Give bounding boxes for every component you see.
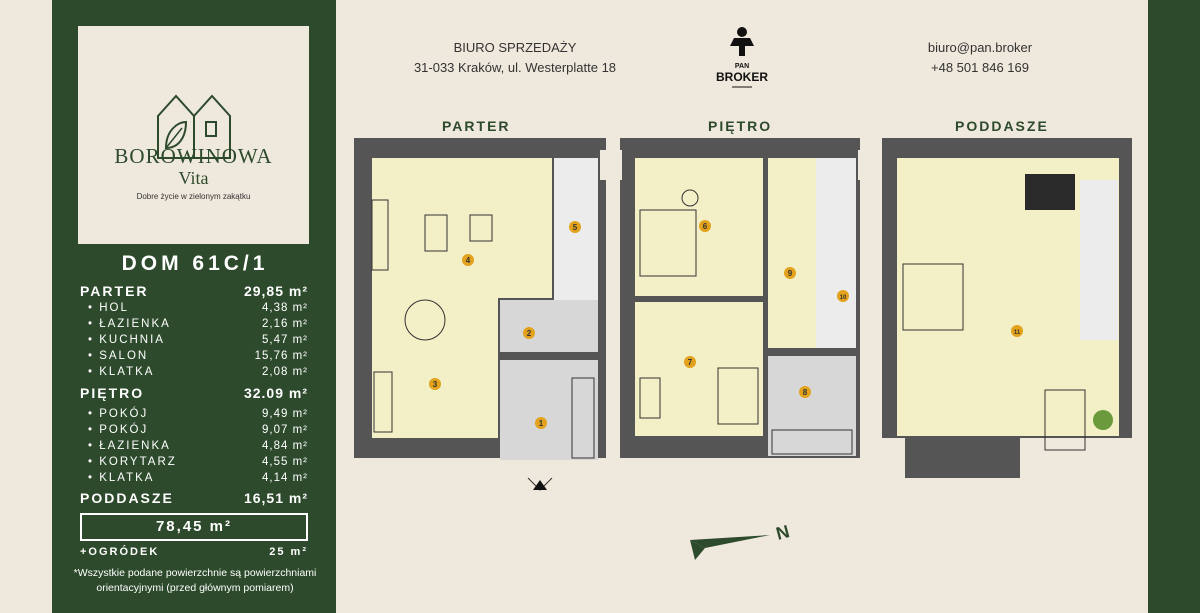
room-marker (569, 221, 581, 233)
parter-summary: PARTER 29,85 m² (80, 283, 308, 299)
room-number: 10 (840, 295, 847, 301)
room-area: 4,84 m² (262, 440, 308, 452)
room-name: • KLATKA (88, 472, 155, 484)
room-name: • HOL (88, 302, 129, 314)
plant-icon (1093, 410, 1113, 430)
broker-logo-big: BROKER (716, 70, 768, 84)
broker-head-icon (737, 27, 747, 37)
parter-label: PARTER (80, 283, 149, 299)
pietro-label: PIĘTRO (80, 385, 145, 401)
room-name: • KLATKA (88, 366, 155, 378)
room-name: • KUCHNIA (88, 334, 165, 346)
plan-pietro (612, 138, 868, 458)
sales-office: BIURO SPRZEDAŻY 31-033 Kraków, ul. Weste… (380, 38, 650, 78)
room-marker (523, 327, 535, 339)
room-number: 9 (788, 269, 793, 278)
house-title: DOM 61C/1 (121, 252, 269, 275)
right-margin (1148, 0, 1200, 613)
brand-subname: Vita (178, 168, 209, 188)
room-area: 5,47 m² (262, 334, 308, 346)
room-marker (684, 356, 696, 368)
brand-logo-box: BOROWINOWA Vita Dobre życie w zielonym z… (78, 26, 309, 244)
room-number: 8 (803, 388, 808, 397)
room-name: • SALON (88, 350, 149, 362)
room-marker (1011, 325, 1023, 337)
office-title: BIURO SPRZEDAŻY (453, 40, 577, 55)
plan-parter (340, 138, 610, 491)
room-name: • POKÓJ (88, 424, 149, 436)
brand-name: BOROWINOWA (114, 144, 273, 168)
room-name: • POKÓJ (88, 408, 149, 420)
left-margin (0, 0, 52, 613)
room-name: • ŁAZIENKA (88, 318, 171, 330)
office-address: 31-033 Kraków, ul. Westerplatte 18 (413, 60, 617, 75)
compass-icon: N (690, 521, 792, 560)
room-number: 1 (539, 419, 544, 428)
room-number: 6 (703, 222, 708, 231)
room-number: 5 (573, 223, 578, 232)
floor-title-poddasze: PODDASZE (955, 118, 1049, 134)
pietro-summary: PIĘTRO 32.09 m² (80, 385, 308, 401)
room-area: 9,49 m² (262, 408, 308, 420)
garden-area: 25 m² (269, 546, 308, 558)
room-marker (784, 267, 796, 279)
room-row: • HOL 4,38 m² (88, 302, 308, 314)
room-area: 9,07 m² (262, 424, 308, 436)
area-note: *Wszystkie podane powierzchnie są powier… (73, 567, 317, 594)
room-area: 4,14 m² (262, 472, 308, 484)
room-number: 7 (688, 358, 693, 367)
room-number: 4 (466, 256, 471, 265)
room-marker (699, 220, 711, 232)
room-row: • ŁAZIENKA 4,84 m² (88, 440, 308, 452)
broker-logo: PAN BROKER (716, 27, 768, 88)
room-row: • KLATKA 4,14 m² (88, 472, 308, 484)
room-row: • ŁAZIENKA 2,16 m² (88, 318, 308, 330)
broker-logo-small: PAN (735, 63, 749, 70)
plan-poddasze (882, 138, 1132, 485)
poddasze-label: PODDASZE (80, 490, 174, 506)
room-name: • KORYTARZ (88, 456, 177, 468)
poddasze-area: 16,51 m² (243, 490, 308, 506)
pietro-area: 32.09 m² (243, 385, 308, 401)
floor-title-pietro: PIĘTRO (708, 118, 773, 134)
room-number: 11 (1014, 330, 1021, 336)
house-leaf-icon (157, 94, 231, 159)
total-area: 78,45 m² (80, 513, 308, 541)
room-area: 4,38 m² (262, 302, 308, 314)
parter-area: 29,85 m² (243, 283, 308, 299)
poddasze-summary: PODDASZE 16,51 m² (80, 490, 308, 506)
room-row: • KORYTARZ 4,55 m² (88, 456, 308, 468)
room-marker (429, 378, 441, 390)
brand-tagline: Dobre życie w zielonym zakątku (136, 192, 251, 201)
room-marker (837, 290, 849, 302)
room-area: 2,16 m² (262, 318, 308, 330)
room-row: • SALON 15,76 m² (88, 350, 308, 362)
room-area: 4,55 m² (262, 456, 308, 468)
room-markers: 1 2 3 4 5 6 7 8 9 10 11 (429, 220, 1023, 429)
garden-label: +OGRÓDEK (80, 546, 160, 558)
room-row: • POKÓJ 9,49 m² (88, 408, 308, 420)
room-name: • ŁAZIENKA (88, 440, 171, 452)
room-number: 2 (527, 329, 532, 338)
contact-info: biuro@pan.broker +48 501 846 169 (890, 38, 1070, 78)
room-marker (535, 417, 547, 429)
room-row: • KUCHNIA 5,47 m² (88, 334, 308, 346)
room-row: • KLATKA 2,08 m² (88, 366, 308, 378)
contact-phone[interactable]: +48 501 846 169 (931, 60, 1029, 75)
room-area: 2,08 m² (262, 366, 308, 378)
contact-email[interactable]: biuro@pan.broker (927, 40, 1033, 55)
room-row: • POKÓJ 9,07 m² (88, 424, 308, 436)
compass-letter: N (774, 521, 792, 544)
floor-title-parter: PARTER (442, 118, 511, 134)
garden-row: +OGRÓDEK 25 m² (80, 546, 308, 558)
room-marker (799, 386, 811, 398)
room-number: 3 (433, 380, 438, 389)
room-area: 15,76 m² (254, 350, 308, 362)
room-marker (462, 254, 474, 266)
